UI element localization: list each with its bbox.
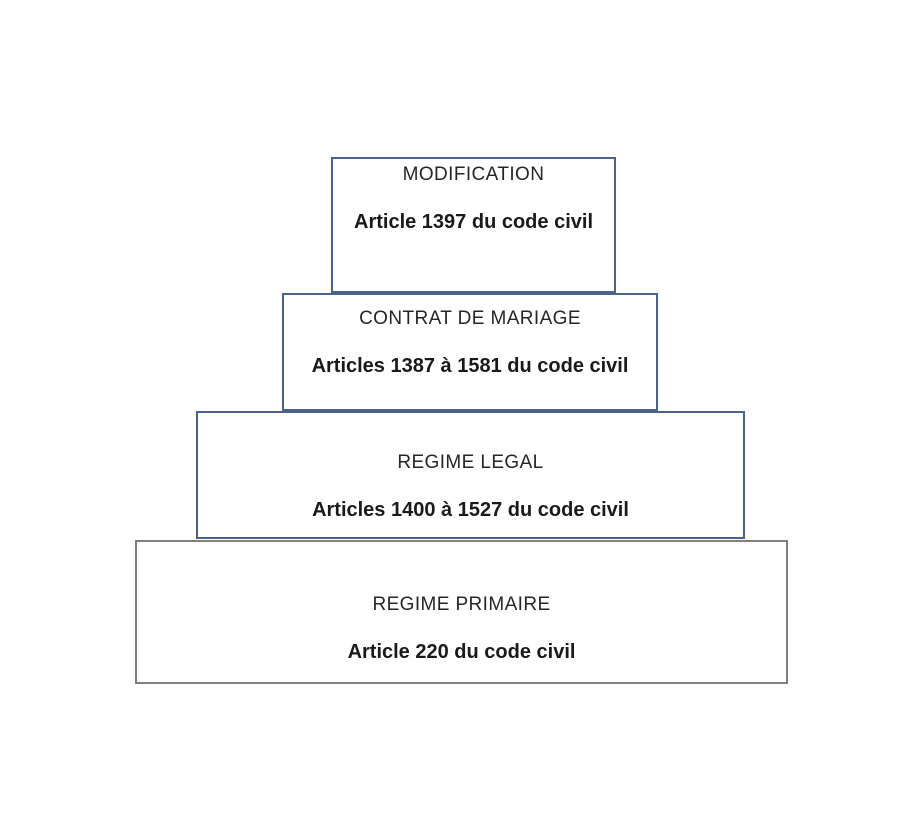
level-article-contrat-de-mariage: Articles 1387 à 1581 du code civil — [311, 355, 629, 377]
level-title-regime-primaire: REGIME PRIMAIRE — [372, 594, 551, 615]
level-box-modification: MODIFICATION Article 1397 du code civil — [331, 157, 616, 293]
level-title-regime-legal: REGIME LEGAL — [397, 452, 544, 473]
level-box-regime-primaire: REGIME PRIMAIRE Article 220 du code civi… — [135, 540, 788, 684]
level-title-contrat-de-mariage: CONTRAT DE MARIAGE — [359, 308, 581, 329]
level-article-regime-legal: Articles 1400 à 1527 du code civil — [312, 499, 629, 521]
level-box-contrat-de-mariage: CONTRAT DE MARIAGE Articles 1387 à 1581 … — [282, 293, 658, 411]
level-article-modification: Article 1397 du code civil — [354, 211, 593, 233]
level-article-regime-primaire: Article 220 du code civil — [347, 641, 576, 663]
level-box-regime-legal: REGIME LEGAL Articles 1400 à 1527 du cod… — [196, 411, 745, 539]
level-title-modification: MODIFICATION — [402, 164, 545, 185]
